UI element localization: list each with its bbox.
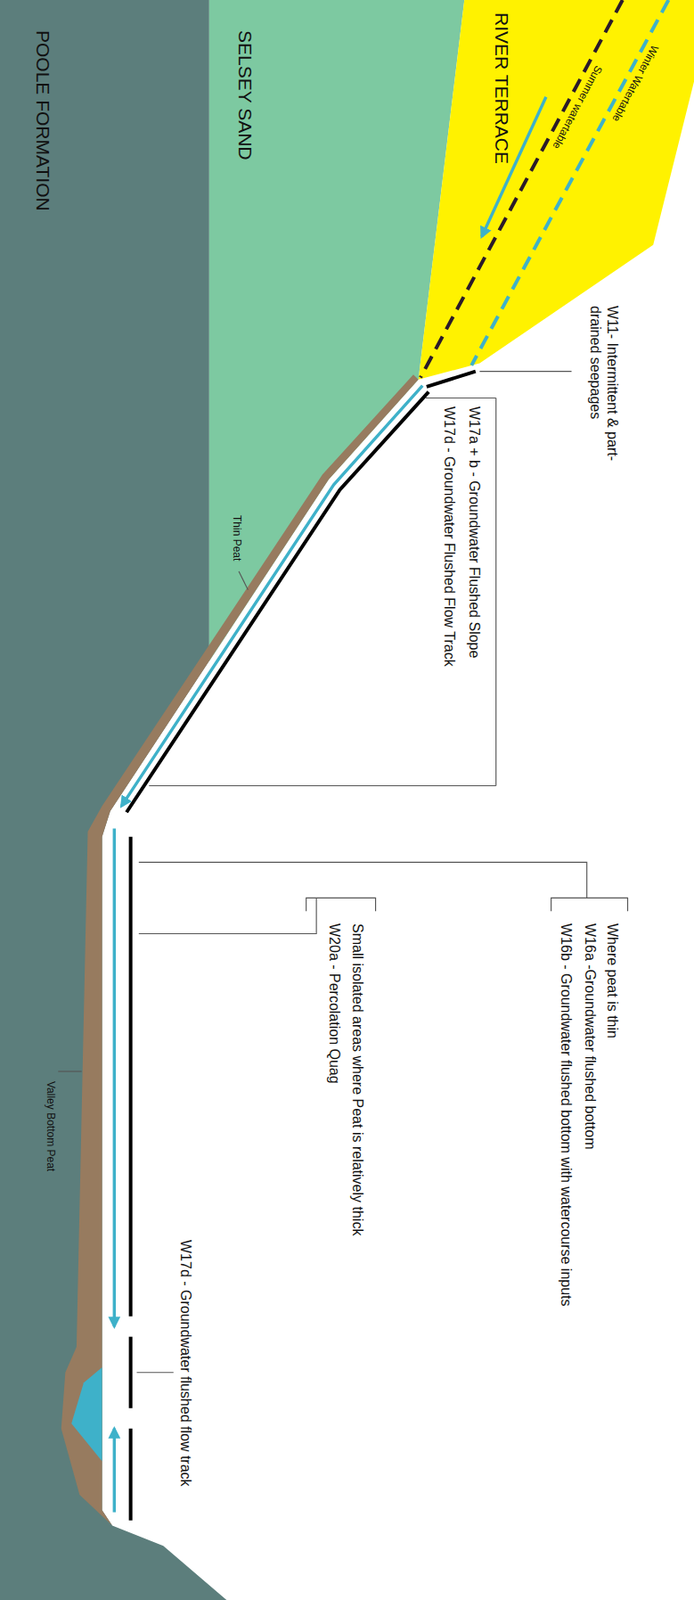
unit-name: POOLE FORMATION bbox=[32, 30, 55, 212]
groundwater-arrow bbox=[481, 97, 547, 237]
flow-arrows bbox=[114, 385, 423, 1512]
community-label: W17d - Groundwater Flushed Flow Track bbox=[440, 406, 458, 667]
winter-watertable bbox=[471, 0, 669, 366]
peat-label: Thin Peat bbox=[230, 514, 244, 561]
unit-name: SELSEY SAND bbox=[233, 30, 256, 161]
unit-name: RIVER TERRACE bbox=[490, 12, 514, 164]
community-label: W16b - Groundwater flushed bottom with w… bbox=[557, 922, 575, 1307]
community-label: Where peat is thin bbox=[604, 922, 621, 1038]
peat-band bbox=[61, 374, 419, 1525]
river-terrace bbox=[418, 0, 694, 380]
community-lines bbox=[126, 371, 476, 1520]
community-label: W17d - Groundwater flushed flow track bbox=[177, 1239, 195, 1486]
peat-label: Valley Bottom Peat bbox=[44, 1080, 58, 1171]
community-label: Small isolated areas where Peat is relat… bbox=[348, 922, 366, 1235]
leader-lines bbox=[57, 371, 628, 1372]
community-label: W16a -Groundwater flushed bottom bbox=[581, 922, 599, 1149]
pond bbox=[71, 1366, 102, 1461]
community-label: W11- Intermittent & part-drained seepage… bbox=[587, 305, 621, 462]
community-label: W20a - Percolation Quag bbox=[326, 922, 343, 1084]
community-label: W17a + b - Groundwater Flushed Slope bbox=[465, 406, 483, 658]
